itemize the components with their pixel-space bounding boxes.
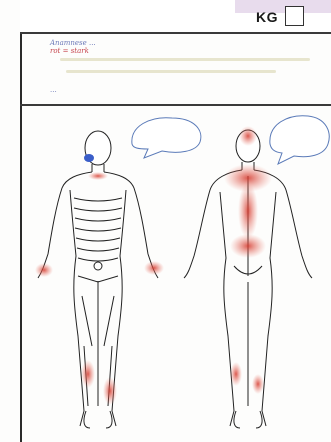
faint-writing-line [60, 58, 310, 61]
pain-area-lower-back [230, 234, 266, 258]
pain-area-spine [238, 183, 258, 239]
handwritten-note-2: rot = stark [50, 47, 89, 55]
pain-area-right-wrist [144, 261, 164, 275]
header-row: KG [20, 0, 331, 34]
handwritten-note-1: Anamnese ... [50, 39, 96, 47]
pain-area-neck [88, 172, 108, 180]
pain-area-head-back [239, 126, 257, 146]
body-diagram [22, 106, 331, 442]
pain-area-left-wrist [35, 263, 53, 277]
pain-area-left-calf [230, 362, 242, 386]
faint-writing-line [66, 70, 276, 73]
kg-label: KG [256, 9, 278, 25]
header-tint [235, 0, 331, 13]
pain-area-right-calf [252, 374, 264, 394]
speech-bubble-icon [132, 118, 201, 158]
speech-bubble-icon [270, 116, 329, 164]
pain-area-right-shin [103, 377, 117, 405]
kg-checkbox[interactable] [285, 6, 304, 26]
pain-area-left-shin [81, 360, 95, 388]
jaw-mark [84, 154, 94, 162]
handwritten-note-3: ... [50, 86, 57, 94]
